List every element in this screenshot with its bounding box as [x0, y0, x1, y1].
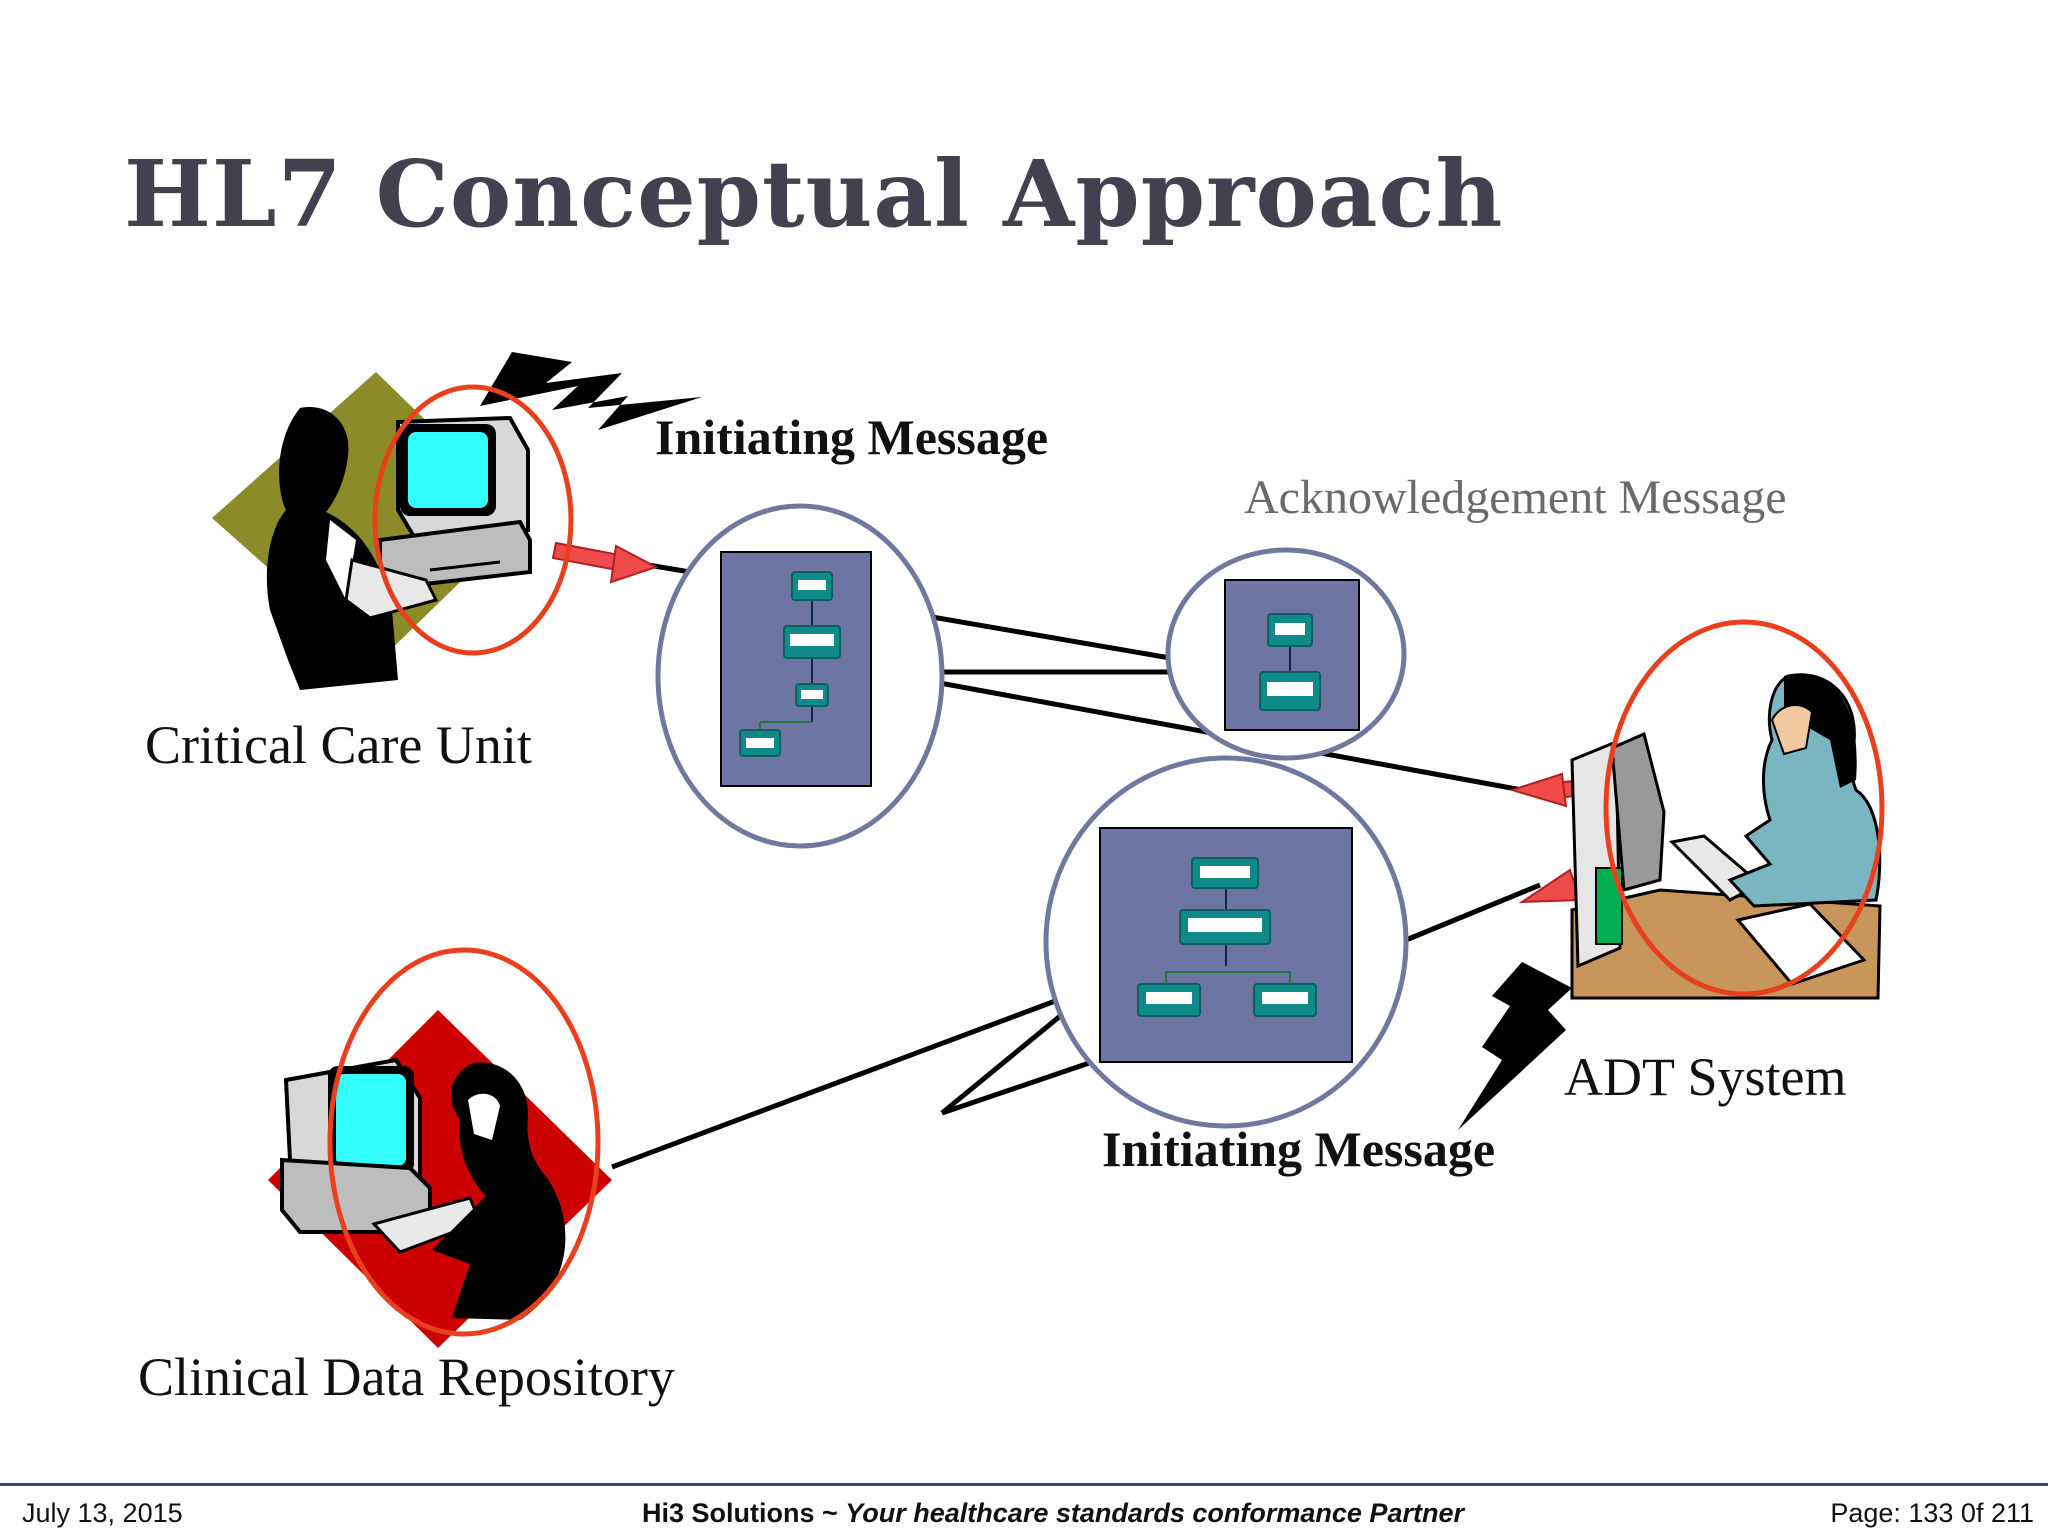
footer-company: Hi3 Solutions ~ — [642, 1498, 846, 1528]
critical-care-unit-figure — [212, 372, 574, 690]
slide-title: HL7 Conceptual Approach — [124, 140, 1504, 248]
clinical-data-repository-label: Clinical Data Repository — [138, 1347, 675, 1407]
footer-rule — [0, 1483, 2048, 1486]
acknowledgement-message-label: Acknowledgement Message — [1244, 471, 1787, 524]
critical-care-unit-label: Critical Care Unit — [145, 715, 532, 775]
initiating-message-label-bottom: Initiating Message — [1102, 1121, 1496, 1177]
highlight-ellipse — [1603, 619, 1885, 997]
lightning-bolt-icon — [480, 352, 702, 430]
highlight-ellipse — [372, 384, 574, 656]
adt-system-figure — [1570, 619, 1885, 1000]
footer-date: July 13, 2015 — [22, 1498, 183, 1528]
footer-tagline: Your healthcare standards conformance Pa… — [845, 1498, 1464, 1528]
line-cdr-to-message — [611, 982, 1099, 1170]
highlight-ellipse — [327, 947, 601, 1337]
initiating-message-label-top: Initiating Message — [655, 409, 1049, 465]
adt-system-label: ADT System — [1564, 1047, 1847, 1107]
line-fork-a — [941, 1057, 1099, 1116]
clinical-data-repository-figure — [268, 947, 612, 1348]
line-message-to-adt — [879, 669, 1523, 793]
initiating-message-bubble — [655, 503, 945, 849]
footer-page-number: Page: 133 0f 211 — [1830, 1498, 2034, 1528]
acknowledgement-message-bubble — [1165, 547, 1407, 761]
initiating-message-bubble-2 — [1043, 755, 1409, 1129]
line-message-to-adt-2 — [1405, 882, 1541, 943]
footer-center: Hi3 Solutions ~ Your healthcare standard… — [642, 1500, 1464, 1527]
lightning-bolt-icon — [1458, 962, 1572, 1130]
